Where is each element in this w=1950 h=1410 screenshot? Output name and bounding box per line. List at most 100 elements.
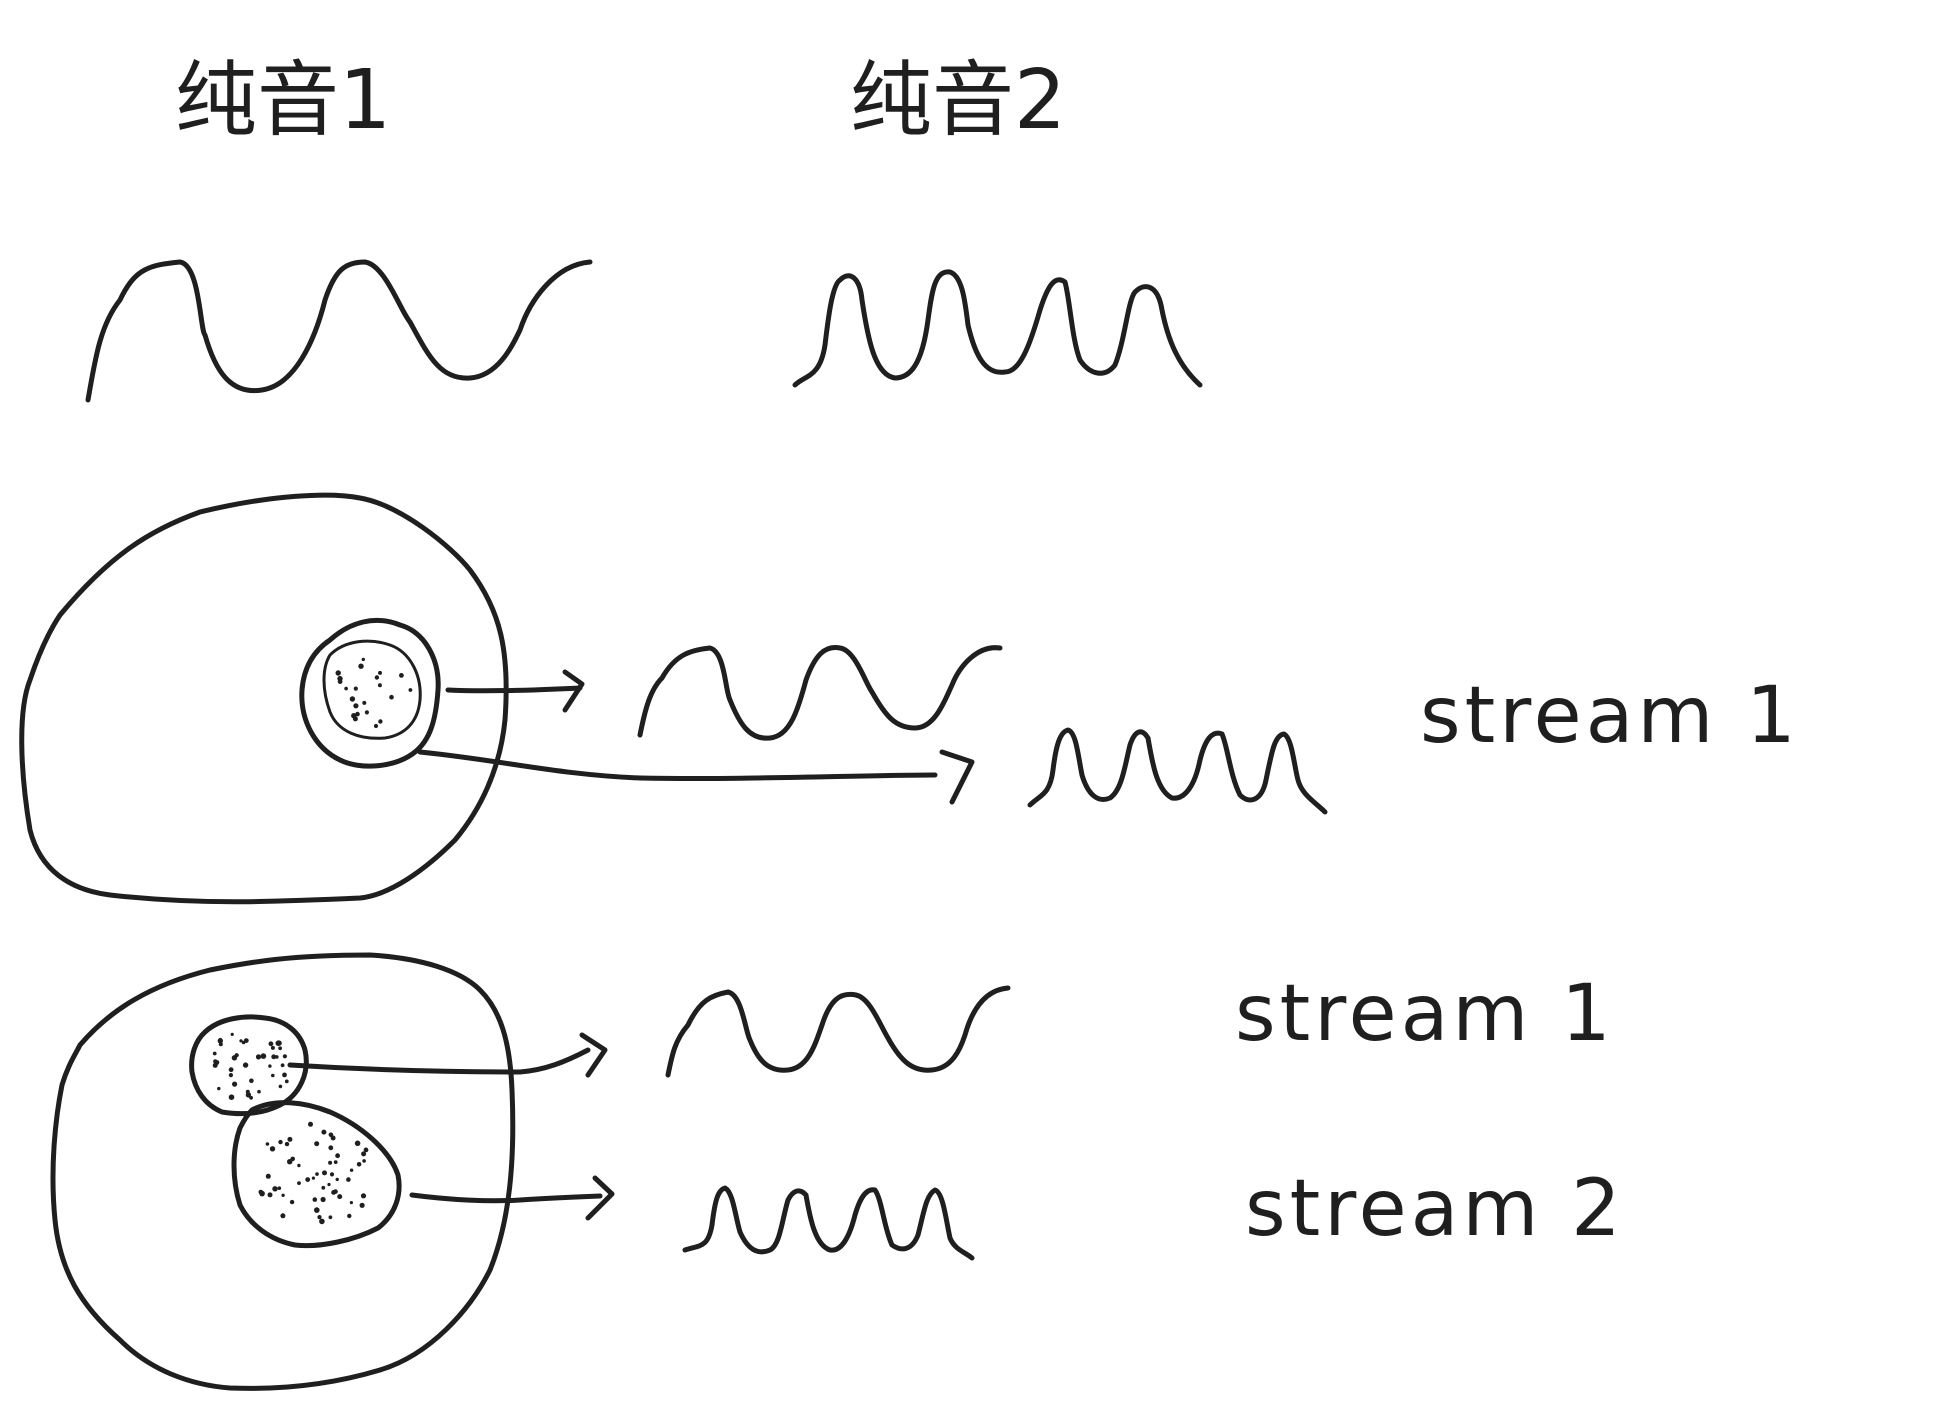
stipple-dot <box>265 1142 270 1146</box>
stipple-dot <box>265 1173 271 1179</box>
stipple-dot <box>272 1186 278 1192</box>
stipple-dot <box>330 1135 336 1141</box>
stipple-dot <box>314 1207 320 1213</box>
stipple-dot <box>281 1193 285 1198</box>
tone1-low-frequency-wave <box>85 259 593 403</box>
stipple-dot <box>212 1062 218 1068</box>
stipple-dot <box>267 1192 273 1198</box>
stipple-dot <box>242 1062 249 1068</box>
scene1-stream-label: stream 1 <box>1420 671 1800 761</box>
stipple-dot <box>311 1176 315 1180</box>
stipple-dot <box>287 1136 293 1142</box>
stipple-dot <box>399 673 404 678</box>
stipple-dot <box>270 1045 275 1050</box>
stipple-dot <box>363 1147 369 1153</box>
stipple-dot <box>362 1159 366 1163</box>
scene2-source2-outline <box>231 1100 402 1249</box>
stipple-dot <box>277 1186 282 1190</box>
stipple-dot <box>389 694 394 700</box>
tone2-label: 纯音2 <box>850 53 1066 148</box>
scene1-source-core <box>322 639 422 740</box>
stipple-dot <box>358 663 364 669</box>
stipple-dot <box>353 703 359 709</box>
stipple-dot <box>344 686 348 691</box>
stipple-dot <box>351 713 357 719</box>
stipple-dot <box>346 1177 351 1182</box>
stipple-dot <box>245 1092 252 1098</box>
stipple-dot <box>258 1189 264 1195</box>
stipple-dot <box>353 686 358 691</box>
scene2-stream1-label: stream 1 <box>1235 969 1615 1059</box>
scene2-auditory-scene-boundary <box>50 952 516 1391</box>
scene1-auditory-scene-boundary <box>19 492 509 905</box>
stipple-dot <box>337 675 343 682</box>
stipple-dot <box>255 1054 262 1060</box>
stipple-dot <box>321 1129 327 1135</box>
stipple-dot <box>284 1141 290 1147</box>
scene2-source-texture <box>212 1032 369 1225</box>
scene2-tone2-wave <box>682 1185 975 1261</box>
scene2-tone1-wave <box>665 985 1011 1078</box>
stipple-dot <box>278 1084 283 1089</box>
scene1-source-texture <box>335 657 413 729</box>
stipple-dot <box>271 1054 277 1060</box>
stipple-dot <box>275 1040 282 1046</box>
stipple-dot <box>278 1046 282 1051</box>
stipple-dot <box>349 1201 353 1205</box>
stipple-dot <box>271 1073 275 1078</box>
stipple-dot <box>228 1094 235 1100</box>
scene2-arrow-upper-head <box>579 1032 608 1078</box>
stipple-dot <box>275 1055 279 1059</box>
stipple-dot <box>278 1139 283 1145</box>
stipple-dot <box>297 1181 301 1185</box>
stipple-dot <box>217 1086 221 1091</box>
stipple-dot <box>322 1170 327 1176</box>
stipple-dot <box>377 683 382 688</box>
stipple-dot <box>360 1193 367 1199</box>
stipple-dot <box>356 1162 362 1167</box>
stipple-dot <box>308 1121 313 1127</box>
stipple-dot <box>280 1063 285 1068</box>
stipple-dot <box>335 670 341 676</box>
stipple-dot <box>241 1040 246 1045</box>
stipple-dot <box>328 1215 333 1220</box>
stipple-dot <box>315 1172 319 1176</box>
stipple-dot <box>231 1055 238 1061</box>
stipple-dot <box>305 1177 311 1182</box>
stipple-dot <box>361 1151 367 1157</box>
tone2-high-frequency-wave <box>792 269 1203 388</box>
stipple-dot <box>268 1041 274 1047</box>
stipple-dot <box>361 657 365 662</box>
stipple-dot <box>314 1141 320 1147</box>
scene1-tone1-wave <box>637 644 1003 741</box>
stipple-dot <box>364 710 369 715</box>
stipple-dot <box>260 1053 267 1059</box>
scene2-arrow-upper-line <box>287 1047 591 1075</box>
stipple-dot <box>239 1039 243 1043</box>
scene1-arrow-lower-line <box>417 749 938 781</box>
stipple-dot <box>320 1196 326 1203</box>
stipple-dot <box>335 1153 340 1159</box>
stipple-dot <box>257 1089 261 1094</box>
stipple-dot <box>228 1073 233 1078</box>
stipple-dot <box>249 1078 254 1084</box>
stipple-dot <box>337 1194 343 1200</box>
stipple-dot <box>378 670 382 675</box>
stipple-dot <box>347 1213 352 1219</box>
stipple-dot <box>354 1140 361 1147</box>
stipple-dot <box>212 1051 217 1056</box>
scene1-arrow-upper-head <box>562 669 585 713</box>
stipple-dot <box>284 1079 289 1084</box>
stipple-dot <box>213 1059 218 1064</box>
stipple-dot <box>228 1067 234 1073</box>
scene2-arrow-lower-line <box>409 1192 603 1204</box>
stipple-dot <box>312 1197 318 1202</box>
stipple-dot <box>321 1185 326 1190</box>
stipple-dot <box>282 1072 287 1078</box>
scene2-stream2-label: stream 2 <box>1245 1164 1625 1254</box>
stipple-dot <box>268 1064 272 1068</box>
stipple-dot <box>289 1199 295 1205</box>
scene1-source-outline <box>299 617 441 769</box>
stipple-dot <box>408 688 413 692</box>
